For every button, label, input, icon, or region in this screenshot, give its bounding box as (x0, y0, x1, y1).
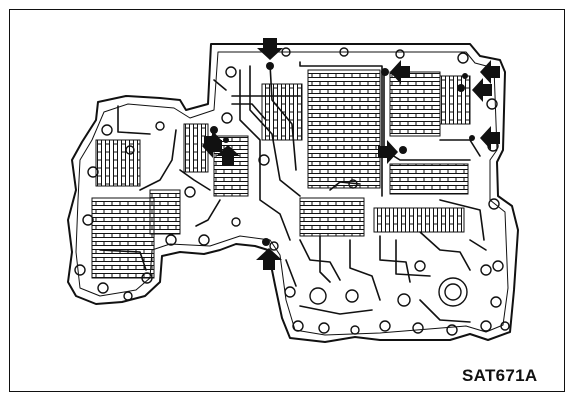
arrow-left-top-right-1 (390, 60, 410, 84)
fluid-passages (99, 61, 487, 323)
arrow-up-bottom-center (256, 248, 282, 270)
valve-bores (91, 69, 471, 279)
arrow-left-far-right-middle (472, 78, 492, 102)
arrow-down-top-center (257, 38, 283, 60)
arrow-left-far-right-lower (480, 126, 500, 150)
arrow-right-middle-upper (378, 140, 398, 164)
valve-body-outline (67, 43, 519, 343)
arrow-right-left-area (204, 130, 222, 152)
arrow-left-far-right-upper (480, 60, 500, 84)
locator-arrows (202, 38, 500, 270)
bolt-holes (74, 47, 510, 336)
check-balls (210, 62, 475, 246)
arrow-up-center-left (216, 145, 240, 166)
figure-code-label: SAT671A (462, 366, 538, 385)
